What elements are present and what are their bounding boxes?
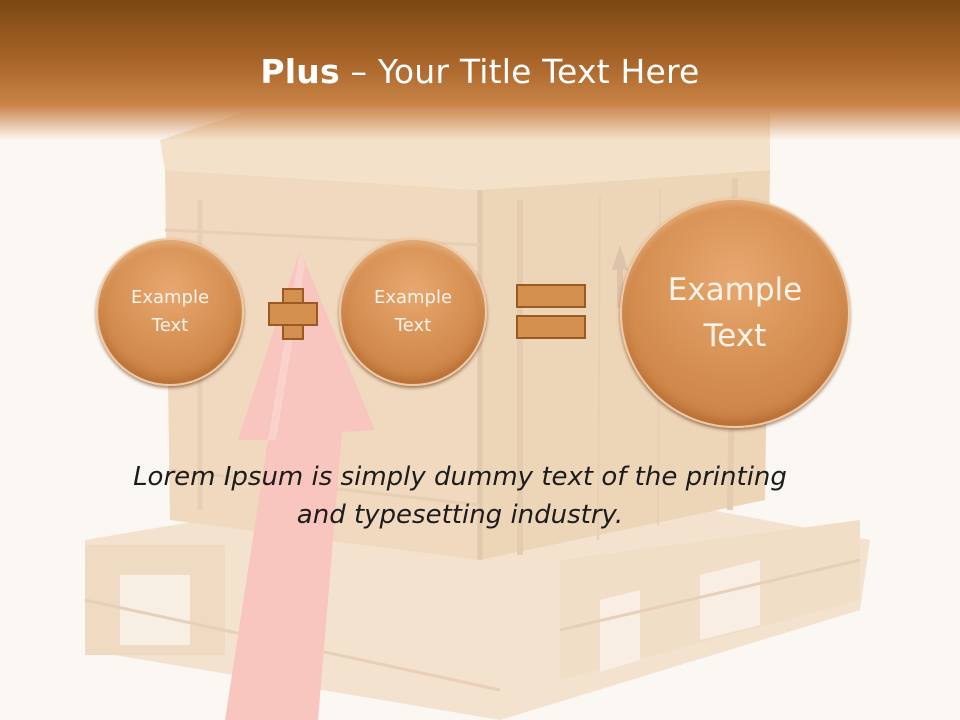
title-rest: – Your Title Text Here [339, 52, 700, 91]
result-circle-label: Example Text [667, 271, 803, 355]
operand-circle-2[interactable]: Example Text [339, 238, 487, 386]
header-band [0, 0, 960, 140]
body-caption: Lorem Ipsum is simply dummy text of the … [133, 462, 787, 531]
slide-title: Plus – Your Title Text Here [0, 52, 960, 91]
operand-circle-1-label: Example Text [130, 287, 210, 336]
operand-circle-1[interactable]: Example Text [96, 238, 244, 386]
result-circle[interactable]: Example Text [620, 198, 850, 428]
title-bold: Plus [260, 52, 340, 91]
operand-circle-2-label: Example Text [373, 287, 453, 336]
